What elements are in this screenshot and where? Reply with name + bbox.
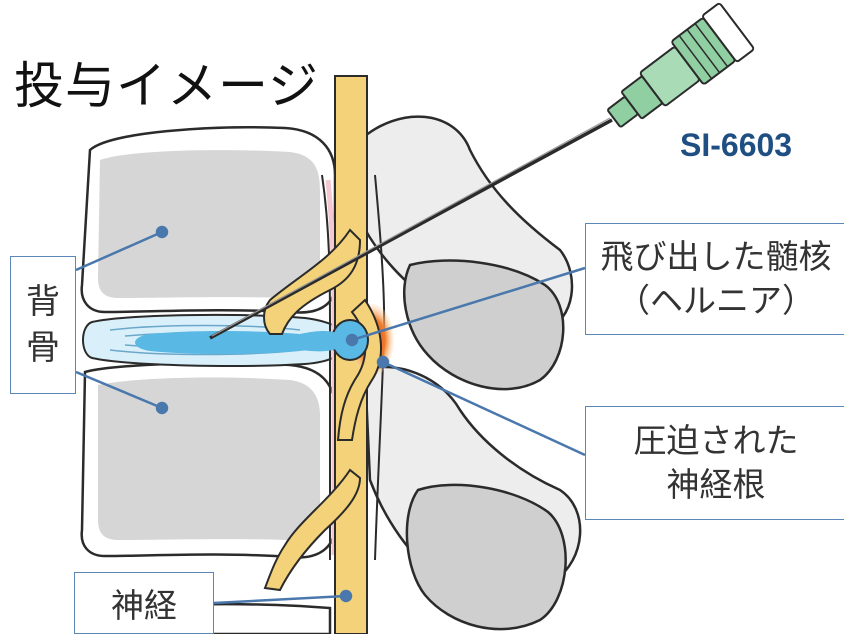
- label-nerve: 神経: [74, 572, 214, 634]
- label-backbone-line-2: 骨: [26, 328, 60, 368]
- label-herniated-line-2: （ヘルニア）: [617, 281, 815, 320]
- callout-dot-lower-vertebra: [155, 401, 169, 415]
- label-backbone-line-1: 背: [26, 282, 60, 322]
- page-title: 投与イメージ: [14, 57, 319, 115]
- label-herniated-line-1: 飛び出した髄核: [600, 237, 832, 276]
- label-compressed-line-1: 圧迫された: [633, 421, 799, 460]
- needle-hub: [607, 2, 755, 128]
- callout-dot-nerve-root: [376, 355, 390, 369]
- label-compressed-line-2: 神経根: [666, 465, 766, 504]
- nucleus-pulposus: [135, 331, 325, 354]
- label-compressed-nerve-root: 圧迫された 神経根: [585, 406, 844, 520]
- needle-shaft-highlight: [211, 117, 611, 337]
- callout-dot-upper-vertebra: [155, 225, 169, 239]
- vertebra-body-lower-inner: [98, 377, 320, 541]
- facet-joint-upper: [403, 259, 565, 391]
- herniation-neck: [300, 331, 338, 352]
- label-nerve-text: 神経: [111, 586, 177, 625]
- drug-name: SI-6603: [680, 127, 793, 163]
- disc-rings: [109, 324, 301, 356]
- callout-dot-herniation: [345, 333, 359, 347]
- vertebra-body-upper-inner: [98, 150, 320, 299]
- leader-lines: [75, 225, 586, 605]
- facet-joint-lower: [405, 483, 567, 631]
- label-herniated-nucleus: 飛び出した髄核 （ヘルニア）: [585, 223, 844, 335]
- nerve-root-lower: [263, 468, 362, 592]
- needle-shaft: [209, 118, 613, 340]
- label-backbone: 背 骨: [10, 256, 76, 394]
- callout-dot-nerve: [339, 589, 353, 603]
